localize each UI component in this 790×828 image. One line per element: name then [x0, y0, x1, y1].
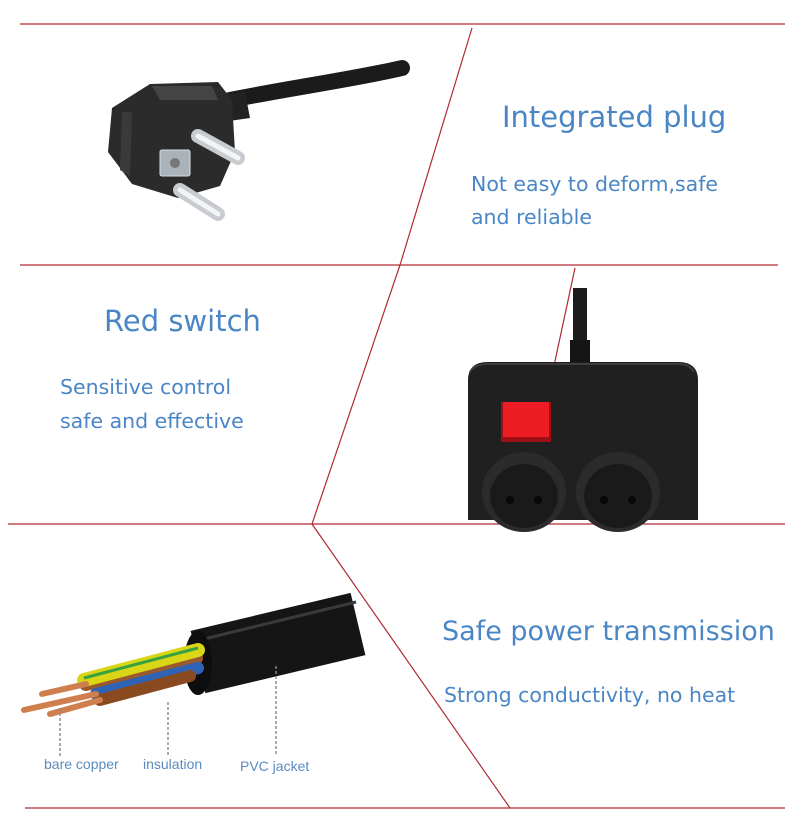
insulation-label: insulation	[143, 756, 203, 772]
pvc-jacket-label: PVC jacket	[240, 758, 310, 774]
section-title-safe-power-transmission: Safe power transmission	[442, 616, 775, 647]
section-description-line: Strong conductivity, no heat	[444, 683, 736, 707]
section-title-red-switch: Red switch	[104, 304, 261, 338]
section-description-line: and reliable	[471, 205, 592, 229]
section-description-line: Not easy to deform,safe	[471, 172, 719, 196]
section-title-integrated-plug: Integrated plug	[502, 100, 727, 134]
section-description-line: Sensitive control	[60, 375, 232, 399]
bare-copper-label: bare copper	[44, 756, 119, 772]
section-description-line: safe and effective	[60, 409, 244, 433]
